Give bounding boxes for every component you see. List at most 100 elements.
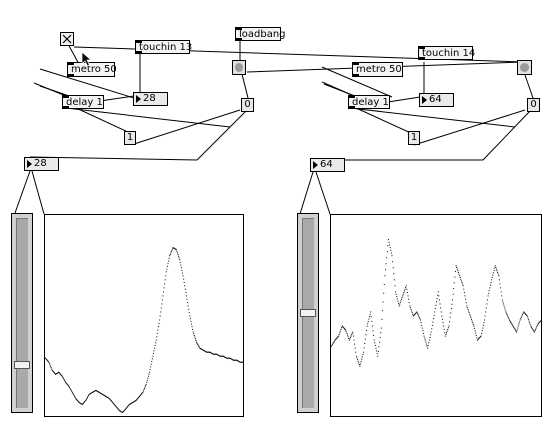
trace-point (47, 360, 49, 362)
trace-point (406, 288, 408, 290)
trace-point (383, 284, 385, 286)
number-box-top-right[interactable]: 64 (419, 93, 454, 107)
metro-object-left[interactable]: metro 50 (67, 62, 117, 77)
trace-point (144, 387, 145, 389)
trace-point (456, 268, 458, 270)
message-one-right[interactable]: 1 (408, 131, 420, 145)
trace-point (403, 290, 405, 292)
slider-knob[interactable] (300, 309, 316, 318)
bang-button-left[interactable] (232, 60, 246, 75)
trace-point (71, 390, 73, 392)
trace-point (59, 373, 61, 375)
number-box-top-left[interactable]: 28 (133, 92, 168, 106)
touchin-14-object[interactable]: touchin 14 (418, 46, 475, 60)
trace-point (438, 299, 440, 301)
trace-point (45, 358, 47, 360)
trace-point (371, 320, 373, 322)
touchin-13-object[interactable]: touchin 13 (135, 40, 192, 54)
vertical-slider-right[interactable] (297, 213, 319, 413)
cord-number-scope-right (315, 171, 331, 215)
toggle-box[interactable] (60, 32, 74, 46)
trace-point (185, 295, 187, 297)
delay-object-right[interactable]: delay 1 (348, 95, 390, 109)
trace-point (193, 334, 195, 336)
trace-point (227, 357, 229, 359)
trace-point (171, 249, 173, 251)
trace-point (137, 397, 139, 399)
trace-point (196, 341, 198, 343)
message-zero-right[interactable]: 0 (527, 98, 540, 112)
trace-point (147, 375, 149, 377)
trace-point (180, 264, 182, 266)
delay-object-left[interactable]: delay 1 (62, 95, 104, 109)
trace-point (227, 357, 229, 359)
trace-point (119, 410, 121, 412)
cord-toggle-metro-left (67, 43, 80, 65)
trace-point (403, 292, 405, 294)
trace-point (230, 358, 232, 360)
trace-point (118, 409, 120, 411)
trace-point (114, 404, 116, 406)
trace-point (471, 320, 473, 322)
message-zero-left[interactable]: 0 (241, 98, 254, 112)
trace-point (133, 401, 135, 403)
trace-point (168, 257, 170, 259)
trace-point (524, 312, 526, 314)
trace-point (463, 288, 465, 290)
trace-point (409, 305, 411, 307)
trace-point (46, 359, 48, 361)
trace-point (108, 397, 110, 399)
trace-point (89, 393, 91, 395)
trace-point (111, 400, 112, 402)
triangle-icon (313, 161, 318, 169)
trace-point (46, 359, 48, 361)
message-one-left[interactable]: 1 (124, 131, 136, 145)
trace-point (390, 252, 392, 254)
trace-point (517, 325, 519, 327)
bang-button-right[interactable] (517, 60, 532, 75)
trace-point (485, 307, 487, 309)
trace-point (140, 394, 142, 396)
trace-point (441, 315, 443, 317)
number-box-right[interactable]: 64 (310, 158, 345, 172)
trace-point (472, 322, 474, 324)
trace-point (383, 292, 385, 294)
trace-point (184, 285, 186, 287)
loadbang-object[interactable]: loadbang (235, 27, 286, 41)
trace-point (83, 402, 85, 404)
trace-point (151, 361, 153, 363)
trace-point (372, 330, 374, 332)
trace-point (348, 339, 350, 341)
trace-point (226, 357, 228, 359)
trace-point (478, 338, 480, 340)
trace-point (240, 361, 242, 363)
trace-point (201, 348, 203, 350)
vertical-slider-left[interactable] (11, 213, 33, 413)
trace-point (84, 401, 86, 403)
trace-point (494, 265, 496, 267)
trace-point (363, 347, 365, 349)
trace-point (381, 318, 383, 320)
trace-point (435, 304, 437, 306)
trace-point (115, 405, 117, 407)
slider-knob[interactable] (14, 361, 30, 370)
metro-object-right[interactable]: metro 50 (352, 62, 403, 77)
trace-point (49, 364, 51, 366)
trace-point (409, 307, 411, 309)
trace-point (384, 275, 386, 277)
trace-point (527, 317, 529, 319)
number-box-left[interactable]: 28 (24, 157, 59, 171)
trace-point (198, 345, 200, 347)
trace-point (241, 361, 243, 363)
trace-point (155, 339, 157, 341)
trace-point (422, 330, 424, 332)
trace-point (188, 312, 190, 314)
trace-point (61, 375, 63, 377)
trace-point (117, 407, 119, 409)
trace-point (165, 271, 167, 273)
cord-delay-right-right (349, 107, 516, 128)
trace-point (112, 402, 114, 404)
trace-point (341, 327, 343, 329)
trace-point (178, 255, 180, 257)
trace-point (107, 397, 109, 399)
